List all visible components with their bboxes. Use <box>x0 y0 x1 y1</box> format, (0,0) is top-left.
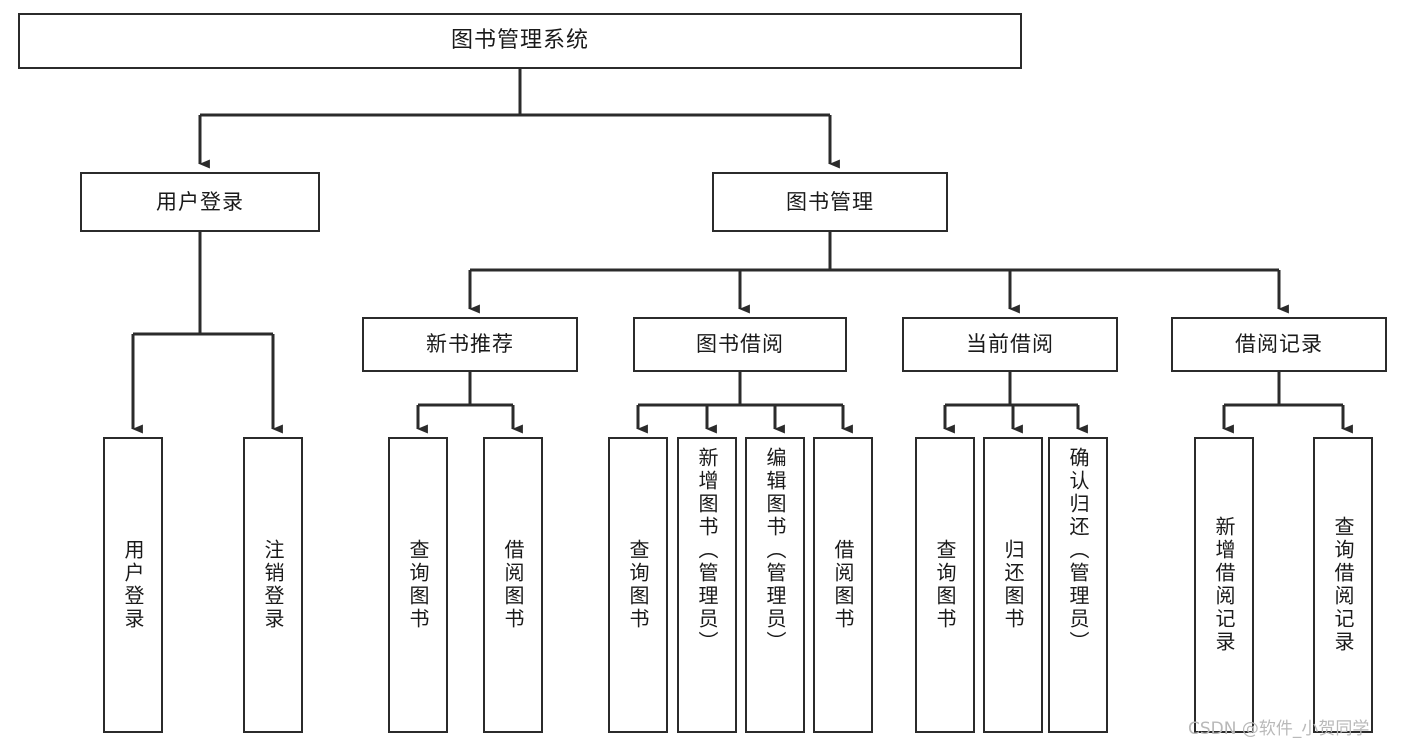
leaf-query-book-borrow-label: 查询图书 <box>626 539 650 631</box>
leaf-return-book-label: 归还图书 <box>1001 539 1025 631</box>
leaf-query-book-borrow[interactable]: 查询图书 <box>608 437 668 733</box>
node-book-manage[interactable]: 图书管理 <box>712 172 948 232</box>
node-user-login-label: 用户登录 <box>156 189 244 214</box>
leaf-confirm-return-admin[interactable]: 确认归还（管理员） <box>1048 437 1108 733</box>
leaf-add-book-admin-label: 新增图书（管理员） <box>695 447 719 654</box>
node-user-login[interactable]: 用户登录 <box>80 172 320 232</box>
leaf-query-book-current[interactable]: 查询图书 <box>915 437 975 733</box>
leaf-borrow-book-borrow[interactable]: 借阅图书 <box>813 437 873 733</box>
leaf-confirm-return-admin-label: 确认归还（管理员） <box>1066 447 1090 654</box>
node-book-manage-label: 图书管理 <box>786 189 874 214</box>
node-root-label: 图书管理系统 <box>450 28 589 54</box>
node-current-borrow-label: 当前借阅 <box>966 332 1054 357</box>
leaf-add-book-admin[interactable]: 新增图书（管理员） <box>677 437 737 733</box>
leaf-borrow-book-recommend[interactable]: 借阅图书 <box>483 437 543 733</box>
leaf-return-book[interactable]: 归还图书 <box>983 437 1043 733</box>
leaf-edit-book-admin[interactable]: 编辑图书（管理员） <box>745 437 805 733</box>
leaf-borrow-book-borrow-label: 借阅图书 <box>831 539 855 631</box>
leaf-query-book-current-label: 查询图书 <box>933 539 957 631</box>
watermark: CSDN @软件_小贺同学 <box>1188 719 1370 739</box>
leaf-edit-book-admin-label: 编辑图书（管理员） <box>763 447 787 654</box>
node-new-book-recommend-label: 新书推荐 <box>426 332 514 357</box>
leaf-query-borrow-record-label: 查询借阅记录 <box>1331 516 1355 654</box>
node-borrow-record-label: 借阅记录 <box>1235 332 1323 357</box>
leaf-query-borrow-record[interactable]: 查询借阅记录 <box>1313 437 1373 733</box>
leaf-user-logout[interactable]: 注销登录 <box>243 437 303 733</box>
leaf-add-borrow-record-label: 新增借阅记录 <box>1212 516 1236 654</box>
node-root[interactable]: 图书管理系统 <box>18 13 1022 69</box>
node-new-book-recommend[interactable]: 新书推荐 <box>362 317 578 372</box>
leaf-add-borrow-record[interactable]: 新增借阅记录 <box>1194 437 1254 733</box>
leaf-query-book-recommend[interactable]: 查询图书 <box>388 437 448 733</box>
leaf-query-book-recommend-label: 查询图书 <box>406 539 430 631</box>
leaf-user-login-label: 用户登录 <box>121 539 145 631</box>
node-current-borrow[interactable]: 当前借阅 <box>902 317 1118 372</box>
leaf-borrow-book-recommend-label: 借阅图书 <box>501 539 525 631</box>
node-book-borrow[interactable]: 图书借阅 <box>633 317 847 372</box>
leaf-user-login[interactable]: 用户登录 <box>103 437 163 733</box>
node-borrow-record[interactable]: 借阅记录 <box>1171 317 1387 372</box>
node-book-borrow-label: 图书借阅 <box>696 332 784 357</box>
leaf-user-logout-label: 注销登录 <box>261 539 285 631</box>
